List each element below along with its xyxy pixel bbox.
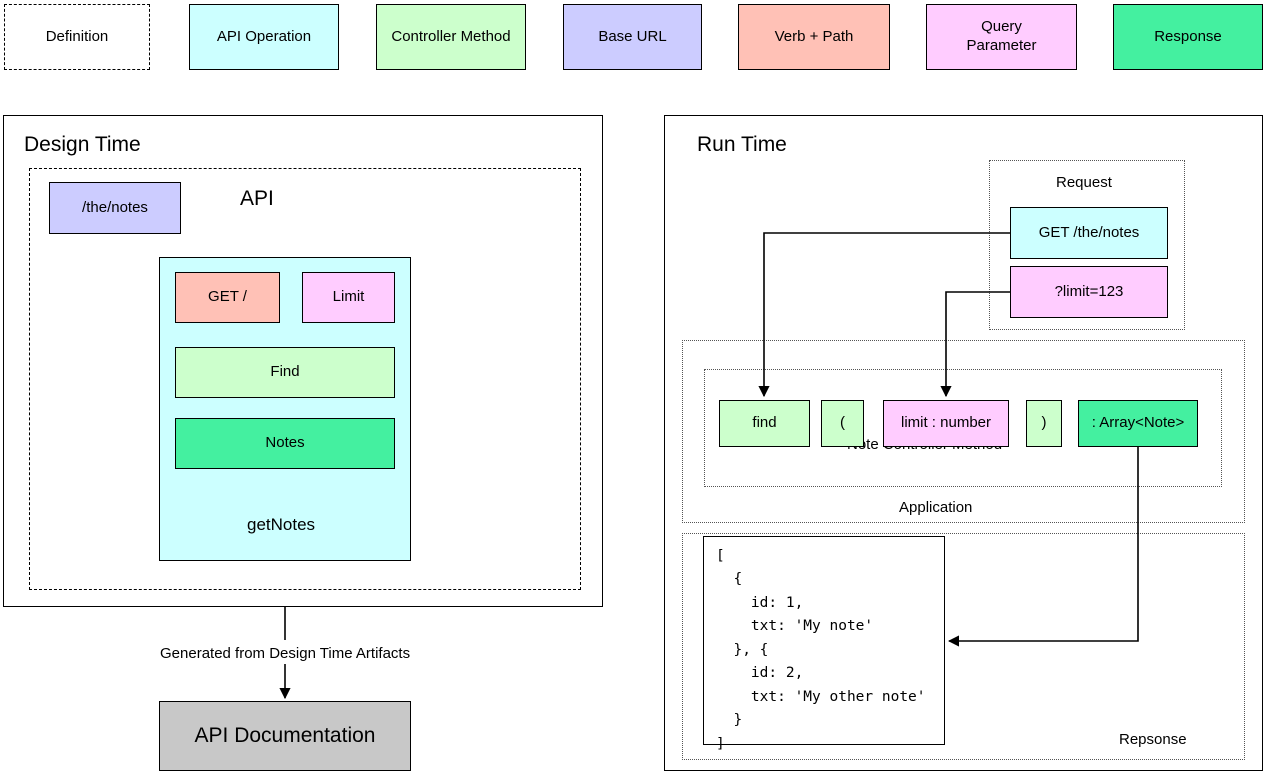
design-time-controller-method-label: Find xyxy=(270,363,300,381)
legend-item-label: Definition xyxy=(45,27,109,45)
legend-item-label: API Operation xyxy=(216,27,312,45)
design-time-base-url-label: /the/notes xyxy=(82,198,148,216)
legend-item-response: Response xyxy=(1113,4,1263,70)
legend-item-label: Response xyxy=(1154,27,1222,45)
controller-token-close-paren: ) xyxy=(1026,400,1062,447)
controller-token-label: : Array<Note> xyxy=(1091,414,1185,432)
legend-item-label: Controller Method xyxy=(391,27,511,45)
legend-item-controller-method: Controller Method xyxy=(376,4,526,70)
legend-item-api-operation: API Operation xyxy=(189,4,339,70)
design-time-query-parameter-label: Limit xyxy=(332,288,365,306)
request-query-parameter-box: ?limit=123 xyxy=(1010,266,1168,318)
request-group-label: Request xyxy=(1056,174,1112,191)
legend-item-label: Base URL xyxy=(598,27,667,45)
controller-token-label: find xyxy=(752,414,777,432)
api-documentation-label: API Documentation xyxy=(194,723,376,747)
controller-token-find: find xyxy=(719,400,810,447)
design-time-verb-path-box: GET / xyxy=(175,272,280,323)
design-time-verb-path-label: GET / xyxy=(208,288,247,306)
application-group-label: Application xyxy=(899,499,973,516)
response-body-code: [ { id: 1, txt: 'My note' }, { id: 2, tx… xyxy=(703,536,945,752)
legend-item-label: Verb + Path xyxy=(774,27,854,45)
legend-item-base-url: Base URL xyxy=(563,4,702,70)
design-time-controller-method-box: Find xyxy=(175,347,395,398)
design-time-api-group-label: API xyxy=(240,187,274,210)
controller-token-limit-number: limit : number xyxy=(883,400,1009,447)
request-query-parameter-label: ?limit=123 xyxy=(1054,282,1124,300)
design-time-definition-group xyxy=(29,168,581,590)
generated-from-label: Generated from Design Time Artifacts xyxy=(160,645,411,662)
design-time-base-url-box: /the/notes xyxy=(49,182,181,234)
request-verb-path-box: GET /the/notes xyxy=(1010,207,1168,259)
controller-token-label: limit : number xyxy=(900,414,992,432)
api-documentation-box: API Documentation xyxy=(159,701,411,771)
legend-item-verb-path: Verb + Path xyxy=(738,4,890,70)
controller-token-array-note: : Array<Note> xyxy=(1078,400,1198,447)
legend-item-query-parameter: Query Parameter xyxy=(926,4,1077,70)
controller-token-label: ) xyxy=(1041,414,1047,432)
design-time-response-label: Notes xyxy=(265,434,305,452)
design-time-response-box: Notes xyxy=(175,418,395,469)
design-time-title: Design Time xyxy=(24,133,141,156)
design-time-operation-name: getNotes xyxy=(247,515,316,534)
design-time-query-parameter-box: Limit xyxy=(302,272,395,323)
legend-item-definition: Definition xyxy=(4,4,150,70)
response-group-label: Repsonse xyxy=(1119,731,1187,748)
controller-token-label: ( xyxy=(840,414,845,432)
run-time-title: Run Time xyxy=(697,133,787,156)
request-verb-path-label: GET /the/notes xyxy=(1038,223,1140,241)
legend-item-label: Query Parameter xyxy=(966,18,1037,54)
controller-token-open-paren: ( xyxy=(821,400,864,447)
